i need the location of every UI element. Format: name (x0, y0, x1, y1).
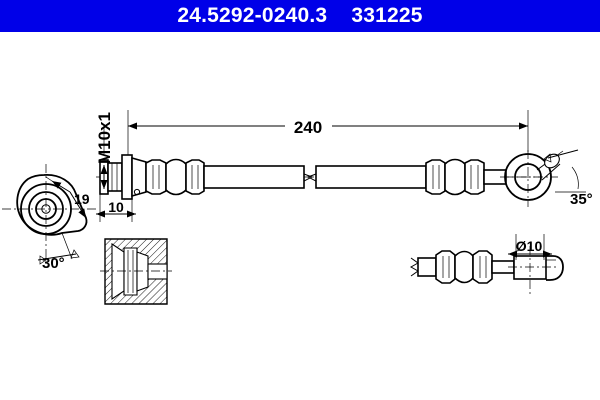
technical-drawing-svg: 240 19 (2, 110, 593, 305)
dimension-label-19: 19 (74, 191, 90, 207)
dimension-label-m10x1: M10x1 (95, 112, 114, 164)
dimension-label-30deg: 30° (42, 255, 65, 272)
rotated-detail-view: Ø10 (409, 234, 564, 296)
dimension-thread-length: 10 (96, 194, 136, 222)
dimension-label-dia10: Ø10 (516, 238, 543, 254)
technical-drawing-canvas: 240 19 (0, 32, 600, 400)
dimension-label-10: 10 (108, 199, 124, 215)
header-bar: 24.5292-0240.3 331225 (0, 0, 600, 32)
dimension-overall-length: 240 (127, 110, 529, 180)
section-detail-view (100, 238, 172, 305)
end-view-left: 19 30° (2, 164, 96, 272)
dimension-label-240: 240 (294, 118, 322, 137)
dimension-label-35deg: 35° (570, 191, 593, 208)
thread-spec-annotation: M10x1 (95, 112, 114, 189)
main-assembly-view: 35° (96, 149, 593, 208)
page-title: 24.5292-0240.3 331225 (177, 4, 423, 27)
